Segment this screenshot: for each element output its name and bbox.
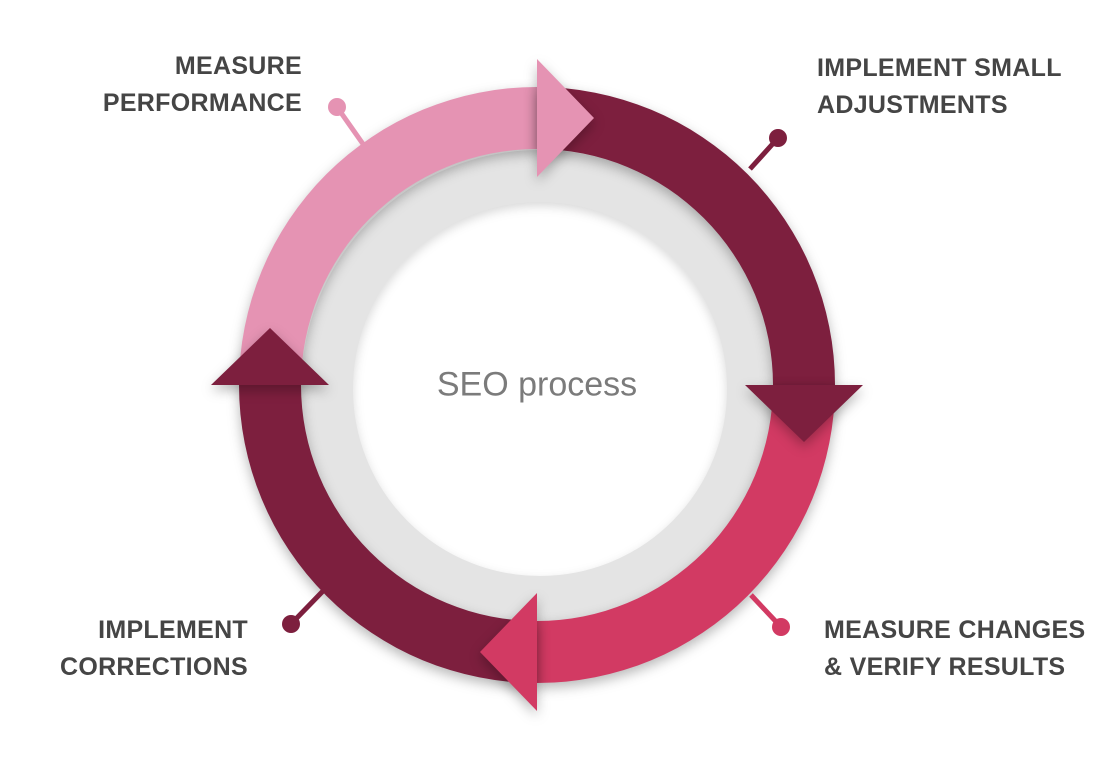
label-measure-changes-verify-results: MEASURE CHANGES & VERIFY RESULTS: [824, 616, 1086, 681]
leader-dot-measure-changes: [772, 618, 790, 636]
label-implement-small-adjustments: IMPLEMENT SMALL ADJUSTMENTS: [817, 54, 1062, 119]
leader-dot-measure-performance: [328, 98, 346, 116]
arrowhead-implement-corrections: [211, 328, 329, 385]
center-title: SEO process: [436, 365, 638, 404]
leader-dot-implement-corrections: [282, 615, 300, 633]
label-measure-performance: MEASURE PERFORMANCE: [102, 52, 302, 117]
arrowhead-measure-changes: [480, 593, 537, 711]
arrowhead-measure-performance: [537, 59, 594, 177]
label-implement-corrections: IMPLEMENT CORRECTIONS: [59, 616, 248, 681]
arrowhead-implement-small-adjustments: [745, 385, 863, 442]
leader-dot-implement-small-adjustments: [769, 129, 787, 147]
